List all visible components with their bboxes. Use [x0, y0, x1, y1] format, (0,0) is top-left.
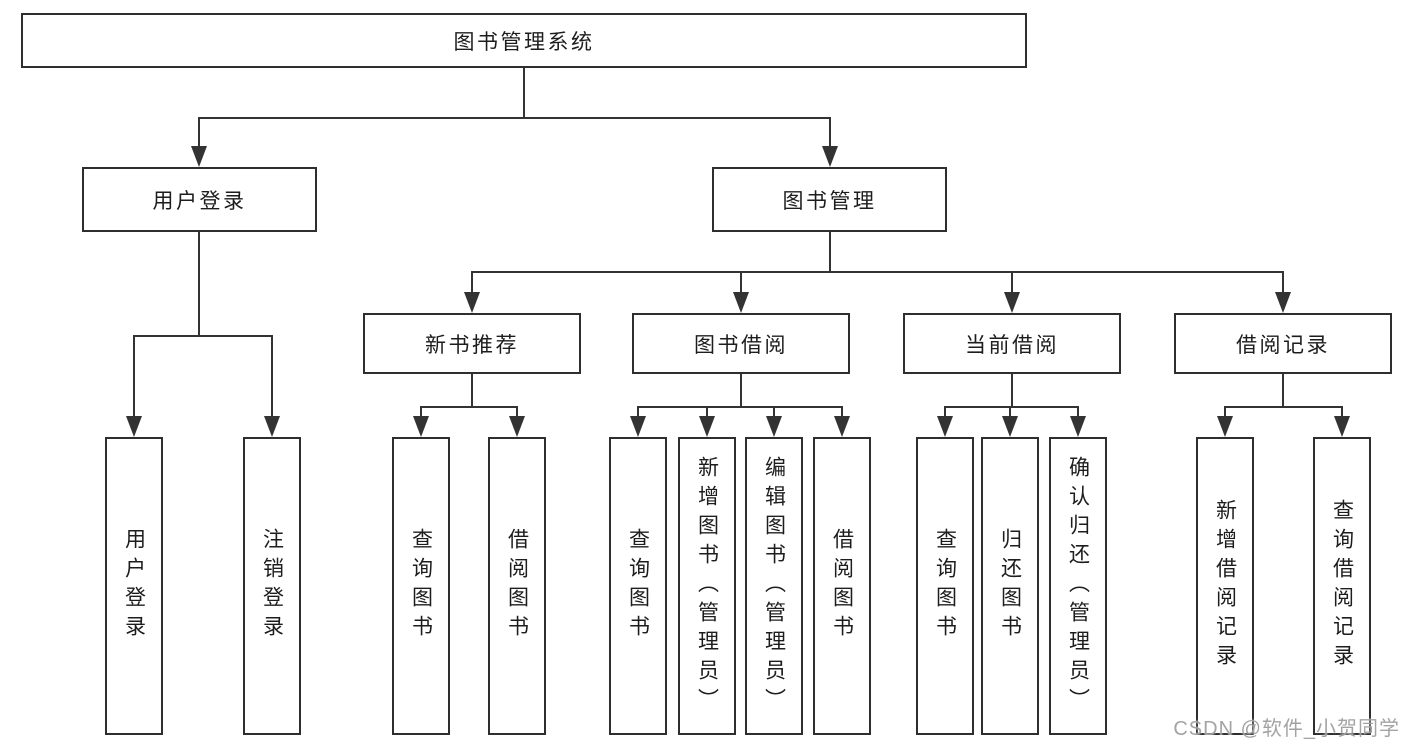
csdn-watermark: CSDN @软件_小贺同学	[1173, 718, 1400, 740]
leaf-confirm-return-admin: 确认归还（管理员）	[1049, 437, 1107, 735]
arrow-down-icon	[1334, 416, 1350, 437]
leaf-user-login: 用户登录	[105, 437, 163, 735]
connector-line	[198, 117, 831, 119]
connector-line	[471, 271, 1284, 273]
node-new-book-recommend: 新书推荐	[363, 313, 581, 374]
arrow-down-icon	[1002, 416, 1018, 437]
connector-line	[706, 406, 708, 420]
leaf-add-borrow-record: 新增借阅记录	[1196, 437, 1254, 735]
connector-line	[271, 335, 273, 420]
connector-line	[523, 68, 525, 118]
arrow-down-icon	[766, 416, 782, 437]
connector-line	[841, 406, 843, 420]
leaf-label: 新增图书（管理员）	[695, 455, 719, 717]
leaf-query-books-recommend: 查询图书	[392, 437, 450, 735]
leaf-label: 查询借阅记录	[1330, 499, 1354, 673]
leaf-label: 确认归还（管理员）	[1066, 455, 1090, 717]
connector-line	[740, 374, 742, 408]
arrow-down-icon	[1070, 416, 1086, 437]
leaf-label: 查询图书	[933, 528, 957, 644]
arrow-down-icon	[1217, 416, 1233, 437]
leaf-label: 用户登录	[122, 528, 146, 644]
arrow-down-icon	[733, 292, 749, 313]
leaf-label: 借阅图书	[505, 528, 529, 644]
arrow-down-icon	[264, 416, 280, 437]
connector-line	[420, 406, 518, 408]
connector-line	[829, 117, 831, 150]
connector-line	[637, 406, 639, 420]
node-library-management-system: 图书管理系统	[21, 13, 1027, 68]
leaf-logout: 注销登录	[243, 437, 301, 735]
node-user-login: 用户登录	[82, 167, 317, 232]
node-current-borrow: 当前借阅	[903, 313, 1121, 374]
connector-line	[829, 232, 831, 273]
leaf-edit-book-admin: 编辑图书（管理员）	[745, 437, 803, 735]
arrow-down-icon	[126, 416, 142, 437]
leaf-label: 归还图书	[998, 528, 1022, 644]
connector-line	[740, 271, 742, 295]
leaf-query-books-borrow: 查询图书	[609, 437, 667, 735]
leaf-query-books-current: 查询图书	[916, 437, 974, 735]
arrow-down-icon	[191, 146, 207, 167]
leaf-borrow-books: 借阅图书	[813, 437, 871, 735]
arrow-down-icon	[464, 292, 480, 313]
connector-line	[420, 406, 422, 420]
leaf-label: 借阅图书	[830, 528, 854, 644]
connector-line	[1224, 406, 1226, 420]
connector-line	[944, 406, 946, 420]
connector-line	[773, 406, 775, 420]
connector-line	[471, 374, 473, 408]
arrow-down-icon	[822, 146, 838, 167]
arrow-down-icon	[699, 416, 715, 437]
arrow-down-icon	[509, 416, 525, 437]
connector-line	[133, 335, 273, 337]
leaf-label: 编辑图书（管理员）	[762, 455, 786, 717]
arrow-down-icon	[937, 416, 953, 437]
connector-line	[944, 406, 1079, 408]
connector-line	[1282, 374, 1284, 408]
leaf-borrow-books-recommend: 借阅图书	[488, 437, 546, 735]
arrow-down-icon	[413, 416, 429, 437]
connector-line	[637, 406, 843, 408]
leaf-return-books: 归还图书	[981, 437, 1039, 735]
leaf-label: 新增借阅记录	[1213, 499, 1237, 673]
connector-line	[1341, 406, 1343, 420]
leaf-label: 查询图书	[409, 528, 433, 644]
connector-line	[1009, 406, 1011, 420]
connector-line	[1011, 271, 1013, 295]
node-book-management: 图书管理	[712, 167, 947, 232]
arrow-down-icon	[834, 416, 850, 437]
connector-line	[133, 335, 135, 420]
arrow-down-icon	[1004, 292, 1020, 313]
connector-line	[1011, 374, 1013, 408]
connector-line	[198, 232, 200, 337]
connector-line	[1282, 271, 1284, 295]
arrow-down-icon	[1275, 292, 1291, 313]
connector-line	[1077, 406, 1079, 420]
connector-line	[1224, 406, 1343, 408]
node-book-borrow: 图书借阅	[632, 313, 850, 374]
leaf-add-book-admin: 新增图书（管理员）	[678, 437, 736, 735]
connector-line	[471, 271, 473, 295]
node-borrow-records: 借阅记录	[1174, 313, 1392, 374]
leaf-label: 查询图书	[626, 528, 650, 644]
connector-line	[516, 406, 518, 420]
leaf-label: 注销登录	[260, 528, 284, 644]
leaf-query-borrow-record: 查询借阅记录	[1313, 437, 1371, 735]
arrow-down-icon	[630, 416, 646, 437]
connector-line	[198, 117, 200, 150]
